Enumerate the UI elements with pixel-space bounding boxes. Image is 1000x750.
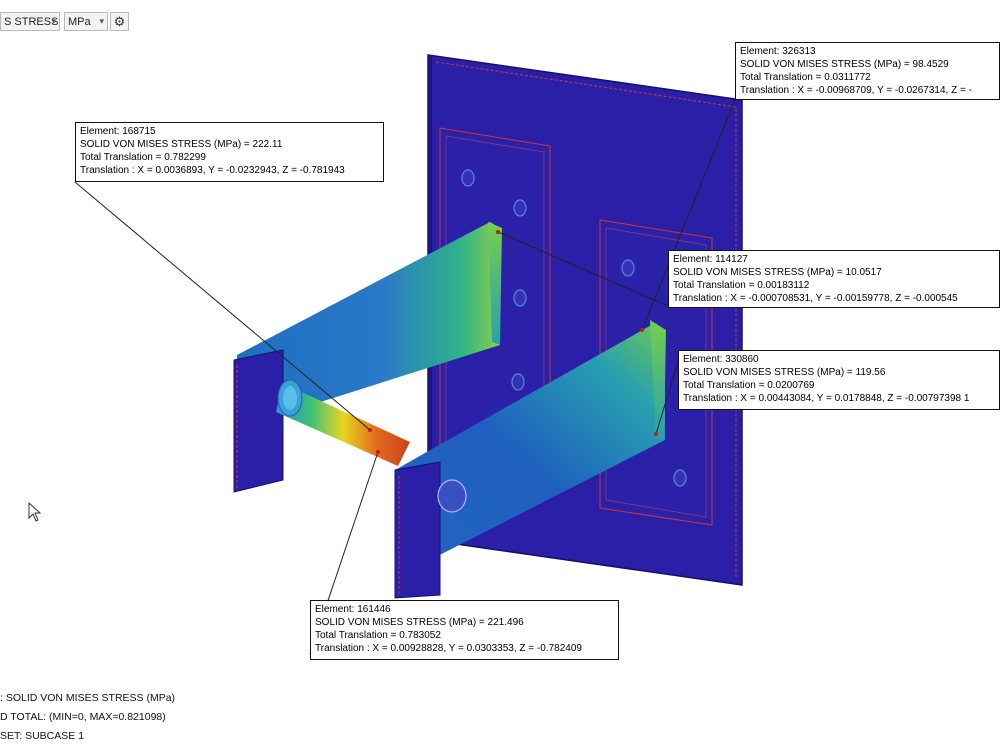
upper-web-beam [237,222,500,418]
callout-element-id: Element: 114127 [673,254,748,265]
callout-stress: SOLID VON MISES STRESS (MPa) = 98.4529 [740,59,949,70]
probe-callout[interactable]: Element: 168715 SOLID VON MISES STRESS (… [75,122,384,182]
callout-leaders [74,99,736,655]
callout-stress: SOLID VON MISES STRESS (MPa) = 221.496 [315,617,524,628]
callout-stress: SOLID VON MISES STRESS (MPa) = 10.0517 [673,267,882,278]
unit-dropdown[interactable]: MPa ▾ [64,12,108,31]
callout-element-id: Element: 326313 [740,46,816,57]
left-end-plate [233,349,284,493]
callout-translation: Translation : X = -0.000708531, Y = -0.0… [673,293,958,304]
result-type-value: S STRESS [4,15,59,28]
callout-translation: Translation : X = 0.00443084, Y = 0.0178… [683,393,970,404]
callout-total-translation: Total Translation = 0.782299 [80,152,206,163]
callout-translation: Translation : X = 0.00928828, Y = 0.0303… [315,643,582,654]
probe-callout[interactable]: Element: 161446 SOLID VON MISES STRESS (… [310,600,619,660]
result-type-dropdown[interactable]: S STRESS ▾ [0,12,60,31]
legend-displacement-range: D TOTAL: (MIN=0, MAX=0.821098) [0,711,166,723]
probe-callout[interactable]: Element: 326313 SOLID VON MISES STRESS (… [735,42,1000,100]
probe-callout[interactable]: Element: 114127 SOLID VON MISES STRESS (… [668,250,1000,308]
mouse-cursor-icon [28,502,42,522]
chevron-down-icon: ▾ [99,16,104,26]
callout-translation: Translation : X = -0.00968709, Y = -0.02… [740,85,972,96]
callout-total-translation: Total Translation = 0.00183112 [673,280,810,291]
connecting-pin [276,379,410,466]
legend-subcase: SET: SUBCASE 1 [0,730,85,742]
callout-total-translation: Total Translation = 0.0311772 [740,72,871,83]
callout-element-id: Element: 330860 [683,354,759,365]
web-hole [437,479,467,513]
callout-element-id: Element: 168715 [80,126,156,137]
callout-element-id: Element: 161446 [315,604,391,615]
callout-stress: SOLID VON MISES STRESS (MPa) = 119.56 [683,367,886,378]
probe-callout[interactable]: Element: 330860 SOLID VON MISES STRESS (… [678,350,1000,410]
probe-points [368,230,658,454]
legend-result-label: : SOLID VON MISES STRESS (MPa) [0,692,176,704]
settings-button[interactable]: ⚙ [110,12,129,31]
unit-value: MPa [68,15,91,28]
callout-total-translation: Total Translation = 0.0200769 [683,380,815,391]
callout-total-translation: Total Translation = 0.783052 [315,630,441,641]
callout-translation: Translation : X = 0.0036893, Y = -0.0232… [80,165,345,176]
right-end-plate [394,461,441,599]
gear-icon: ⚙ [113,13,126,29]
callout-stress: SOLID VON MISES STRESS (MPa) = 222.11 [80,139,283,150]
chevron-down-icon: ▾ [51,16,56,26]
